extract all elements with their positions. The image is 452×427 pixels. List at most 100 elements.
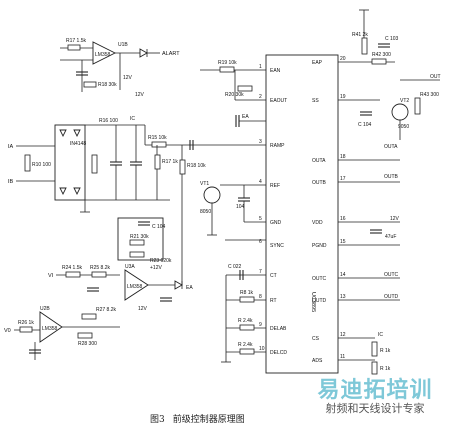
chip-pin-label-vdd: VDD bbox=[312, 220, 323, 226]
chip-pin-number: 1 bbox=[259, 64, 262, 70]
r15-label: R15 10k bbox=[148, 135, 167, 141]
ea-left-label: EA bbox=[186, 285, 193, 291]
outa-right-label: OUTA bbox=[384, 144, 398, 150]
r18-label: R18 30k bbox=[98, 82, 117, 88]
chip-pin-number: 16 bbox=[340, 216, 346, 222]
chip-pin-label-outa: OUTA bbox=[312, 158, 326, 164]
vt2-label: VT2 bbox=[400, 98, 409, 104]
resistor-r8 bbox=[239, 296, 255, 303]
outb-right-label: OUTB bbox=[384, 174, 399, 180]
r16-label: R16 100 bbox=[99, 118, 118, 124]
r-cs1-label: R 1k bbox=[380, 348, 391, 354]
chip-pin-number: 13 bbox=[340, 294, 346, 300]
chip-pin-label-ss: SS bbox=[312, 98, 319, 104]
transistor-vt1 bbox=[203, 186, 221, 204]
ib-label: IB bbox=[8, 179, 14, 185]
u3a-integrator: C 104 R21 30k R23 620k U3A LM358 +12V 12… bbox=[117, 217, 193, 312]
vi-label: VI bbox=[48, 273, 54, 279]
chip-pin-number: 19 bbox=[340, 94, 346, 100]
chip-pin-number: 8 bbox=[259, 294, 262, 300]
out-label: OUT bbox=[430, 74, 441, 80]
chip-pin-label-cs: CS bbox=[312, 336, 320, 342]
r43-label: R43 300 bbox=[420, 92, 439, 98]
chip-pin-number: 7 bbox=[259, 269, 262, 275]
r10-label: R10 100 bbox=[32, 162, 51, 168]
diode-vd-alart bbox=[139, 48, 148, 58]
r26-label: R26 1k bbox=[18, 320, 34, 326]
chip-pins: EAN1EAOUT2RAMP3REF4GND5SYNC6CT7RT8DELAB9… bbox=[259, 56, 346, 364]
chip-pin-number: 20 bbox=[340, 56, 346, 62]
chip-pin-number: 10 bbox=[259, 346, 265, 352]
u3a-label: U3A bbox=[125, 264, 135, 270]
resistor-r23 bbox=[129, 251, 145, 258]
chip-name: UC3895 bbox=[310, 292, 316, 312]
v0-label: V0 bbox=[4, 328, 11, 334]
r8-label: R8 1k bbox=[240, 290, 254, 296]
v12-c: +12V bbox=[150, 265, 162, 271]
chip-pin-number: 18 bbox=[340, 154, 346, 160]
r18b-label: R18 10k bbox=[187, 163, 206, 169]
resistor-r17b bbox=[154, 154, 161, 170]
output-network: R41 2k C 103 R42 300 C 104 VT2 9050 R43 … bbox=[338, 9, 441, 375]
watermark-subtitle: 射频和天线设计专家 bbox=[325, 402, 425, 415]
r41-label: R41 2k bbox=[352, 32, 368, 38]
chip-pin-label-ean: EAN bbox=[270, 68, 281, 74]
resistor-r-cs1 bbox=[371, 341, 378, 357]
v12-a: 12V bbox=[123, 75, 133, 81]
resistor-r10 bbox=[24, 154, 31, 172]
resistor-r18b bbox=[179, 159, 186, 175]
r17b-label: R17 1k bbox=[162, 159, 178, 165]
resistor-r17 bbox=[67, 44, 81, 51]
current-sense-bridge: IA IB R10 100 IN4148 IC R16 100 bbox=[8, 116, 170, 213]
chip-pin-number: 17 bbox=[340, 176, 346, 182]
timing-network: C 022 R8 1k R 2.4k R 2.4k bbox=[221, 264, 266, 363]
resistor-r42 bbox=[371, 58, 387, 65]
chip-pin-label-ramp: RAMP bbox=[270, 143, 285, 149]
u2b-part: LM358 bbox=[42, 326, 58, 332]
chip-pin-label-ads: ADS bbox=[312, 358, 323, 364]
ramp-network: R15 10k R17 1k R18 10k bbox=[144, 125, 266, 285]
chip-pin-number: 9 bbox=[259, 322, 262, 328]
v12-e: 12V bbox=[390, 216, 400, 222]
u1b-comparator: U1B LM358 ALART R17 1.5k R18 30k 12V 12V bbox=[60, 38, 180, 98]
chip-pin-number: 6 bbox=[259, 239, 262, 245]
r23-label: R23 620k bbox=[150, 258, 172, 264]
transistor-vt2 bbox=[391, 103, 409, 121]
diode-bridge bbox=[54, 124, 86, 201]
r42-label: R42 300 bbox=[372, 52, 391, 58]
r24-label: R24 1.5k bbox=[62, 265, 83, 271]
u1b-part: LM358 bbox=[95, 52, 111, 58]
c-ref-label: 104 bbox=[236, 204, 245, 210]
chip-pin-label-gnd: GND bbox=[270, 220, 282, 226]
diode-vd-ea bbox=[174, 280, 183, 290]
u3a-part: LM358 bbox=[127, 284, 143, 290]
chip-pin-label-ct: CT bbox=[270, 273, 277, 279]
chip-pin-number: 15 bbox=[340, 239, 346, 245]
r21-label: R21 30k bbox=[130, 234, 149, 240]
resistor-r21 bbox=[129, 239, 145, 246]
outd-right-label: OUTD bbox=[384, 294, 399, 300]
caption-fig-no: 图3 bbox=[150, 415, 165, 425]
chip-pin-number: 12 bbox=[340, 332, 346, 338]
resistor-r16 bbox=[91, 154, 98, 174]
r25-label: R25 8.2k bbox=[90, 265, 111, 271]
resistor-r-delcd bbox=[239, 348, 255, 355]
c-ss-label: C 104 bbox=[358, 122, 372, 128]
resistor-r28 bbox=[77, 332, 93, 339]
u2b-opamp-symbol bbox=[39, 311, 63, 343]
chip-pin-label-delab: DELAB bbox=[270, 326, 287, 332]
u2b-label: U2B bbox=[40, 306, 50, 312]
r27-label: R27 8.2k bbox=[96, 307, 117, 313]
chip-pin-label-pgnd: PGND bbox=[312, 243, 327, 249]
c-eap-label: C 103 bbox=[385, 36, 399, 42]
r-cs2-label: R 1k bbox=[380, 366, 391, 372]
u1b-opamp-symbol bbox=[92, 41, 117, 65]
resistor-r41 bbox=[361, 37, 368, 55]
ic-node-label: IC bbox=[130, 116, 135, 122]
c-mid-label: C 104 bbox=[152, 224, 166, 230]
resistor-r20 bbox=[237, 85, 253, 92]
c-vdd-label: 47uF bbox=[385, 234, 396, 240]
chip-pin-number: 5 bbox=[259, 216, 262, 222]
chip-pin-number: 14 bbox=[340, 272, 346, 278]
